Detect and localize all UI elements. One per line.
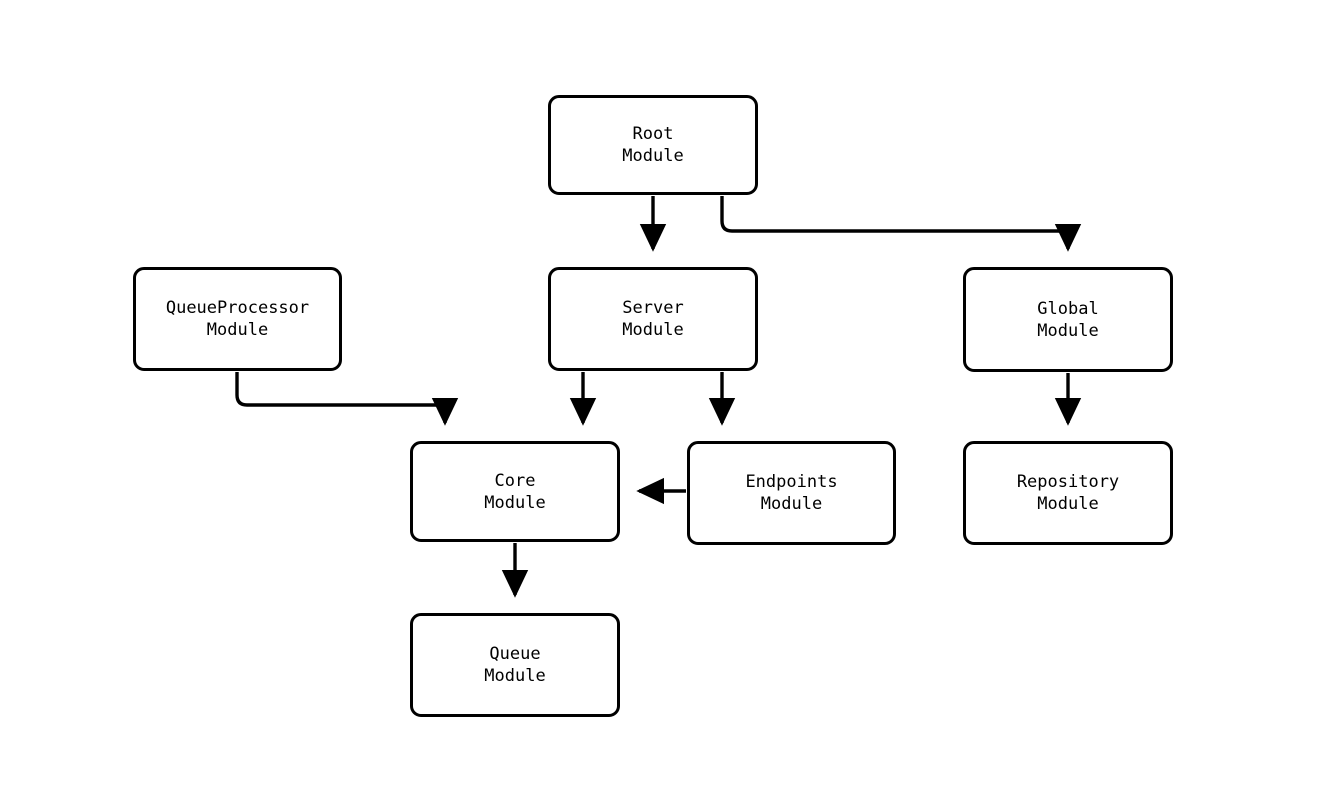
- node-root-module[interactable]: Root Module: [548, 95, 758, 195]
- node-global-module-line2: Module: [1037, 320, 1099, 341]
- node-queueprocessor-module-line2: Module: [206, 320, 269, 340]
- node-repository-module[interactable]: Repository Module: [963, 441, 1173, 545]
- node-core-module-line1: Core: [494, 470, 536, 491]
- node-core-module[interactable]: Core Module: [410, 441, 620, 542]
- node-server-module-line1: Server: [622, 298, 684, 318]
- node-core-module-line2: Module: [484, 492, 546, 513]
- node-repository-module-line1: Repository: [1016, 472, 1120, 492]
- node-global-module[interactable]: Global Module: [963, 267, 1173, 372]
- node-global-module-line1: Global: [1037, 298, 1099, 319]
- node-endpoints-module-line1: Endpoints: [745, 472, 838, 492]
- node-queue-module[interactable]: Queue Module: [410, 613, 620, 717]
- edge-queueprocessor-to-core: [235, 372, 459, 426]
- node-repository-module-line2: Module: [1037, 494, 1099, 514]
- node-server-module[interactable]: Server Module: [548, 267, 758, 371]
- node-server-module-line2: Module: [622, 320, 684, 340]
- node-queueprocessor-module-line1: QueueProcessor: [165, 298, 310, 318]
- node-queue-module-line2: Module: [484, 666, 546, 686]
- node-queueprocessor-module[interactable]: QueueProcessor Module: [133, 267, 342, 371]
- node-queue-module-line1: Queue: [489, 644, 541, 664]
- node-endpoints-module-line2: Module: [760, 494, 823, 514]
- node-root-module-line1: Root: [632, 124, 674, 144]
- edge-root-to-global: [720, 196, 1082, 252]
- node-root-module-line2: Module: [622, 146, 684, 166]
- node-endpoints-module[interactable]: Endpoints Module: [687, 441, 896, 545]
